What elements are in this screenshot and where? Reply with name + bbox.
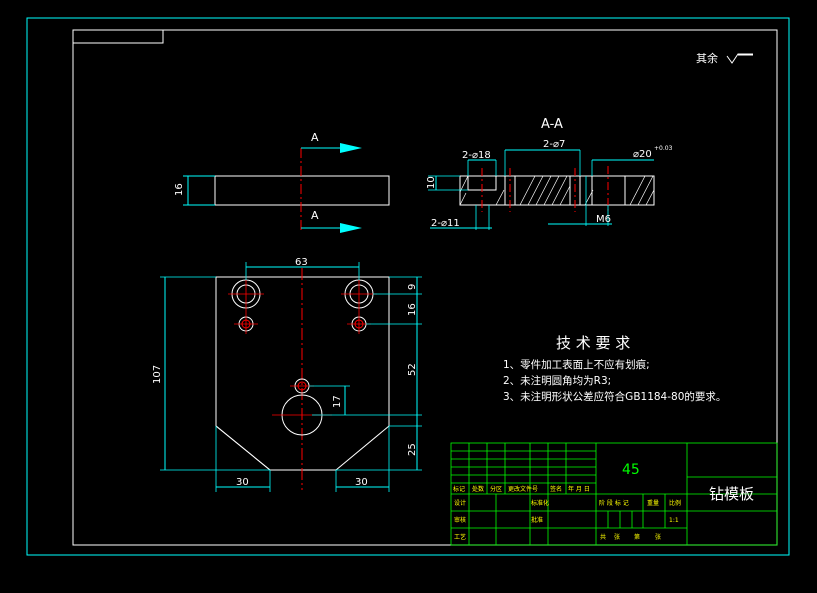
dim-bore-d20: ⌀20 (633, 149, 652, 160)
section-title: A-A (541, 117, 563, 132)
dim-2-d7: 2-⌀7 (543, 139, 565, 150)
tech-req-item-3: 3、未注明形状公差应符合GB1184-80的要求。 (503, 390, 726, 403)
section-hatch (459, 175, 655, 206)
outer-border (26, 17, 790, 556)
dim-16b: 16 (407, 303, 418, 316)
dim-chamfer-30-right: 30 (355, 477, 368, 488)
roughness-symbol-icon (726, 53, 753, 64)
dim-9: 9 (407, 284, 418, 290)
hdr-mark: 标记 (453, 485, 465, 493)
hdr-sign: 签名 (550, 485, 562, 493)
dim-thickness-16: 16 (174, 183, 185, 196)
section-arrow-top-icon (340, 143, 362, 153)
dim-chamfer-30-left: 30 (236, 477, 249, 488)
dim-bore-tol: +0.03 (654, 145, 673, 152)
part-name: 钻模板 (709, 485, 754, 503)
hdr-zone: 分区 (490, 485, 502, 493)
dim-depth-10: 10 (426, 176, 437, 189)
dim-52: 52 (407, 363, 418, 376)
section-label-bottom: A (311, 209, 319, 222)
front-view: 63 107 9 16 52 25 17 30 30 (152, 257, 422, 492)
dim-2-d18: 2-⌀18 (462, 150, 491, 161)
stage-scale: 比例 (669, 499, 681, 507)
roughness-note: 其余 (696, 51, 718, 65)
section-label-top: A (311, 131, 319, 144)
mid-standard: 标准化 (531, 499, 549, 507)
title-block (450, 442, 778, 546)
stage-weight: 重量 (647, 499, 659, 507)
top-view-outline (214, 175, 390, 206)
sheet-no-unit: 张 (655, 533, 661, 541)
mid-approve: 批准 (531, 516, 543, 524)
inner-border (72, 29, 778, 546)
section-arrow-bottom-icon (340, 223, 362, 233)
sheet-total-unit: 张 (614, 533, 620, 541)
top-view: 16 A A (174, 131, 390, 233)
code-box (72, 29, 164, 44)
sheet-no-label: 第 (634, 533, 640, 541)
dim-25: 25 (407, 443, 418, 456)
section-view: A-A (426, 117, 673, 230)
scale-value: 1:1 (669, 517, 679, 524)
tech-requirements: 技 术 要 求 1、零件加工表面上不应有划痕; 2、未注明圆角均为R3; 3、未… (503, 334, 726, 403)
hdr-count: 处数 (472, 485, 484, 493)
row-design: 设计 (454, 499, 466, 507)
stage-mark: 阶 段 标 记 (599, 499, 629, 507)
tech-req-item-2: 2、未注明圆角均为R3; (503, 374, 611, 387)
hdr-change-doc: 更改文件号 (508, 485, 538, 493)
tech-req-item-1: 1、零件加工表面上不应有划痕; (503, 358, 650, 371)
dim-spacing-63: 63 (295, 257, 308, 268)
dim-2-d11: 2-⌀11 (431, 218, 460, 229)
tech-req-title: 技 术 要 求 (556, 334, 630, 352)
material: 45 (622, 462, 640, 478)
dim-thread-m6: M6 (596, 214, 611, 225)
row-review: 审核 (454, 516, 466, 524)
dim-17: 17 (332, 395, 343, 408)
row-process: 工艺 (454, 533, 466, 541)
hdr-date: 年 月 日 (568, 485, 590, 493)
dim-height-107: 107 (152, 365, 163, 384)
sheet-total-label: 共 (600, 533, 606, 541)
